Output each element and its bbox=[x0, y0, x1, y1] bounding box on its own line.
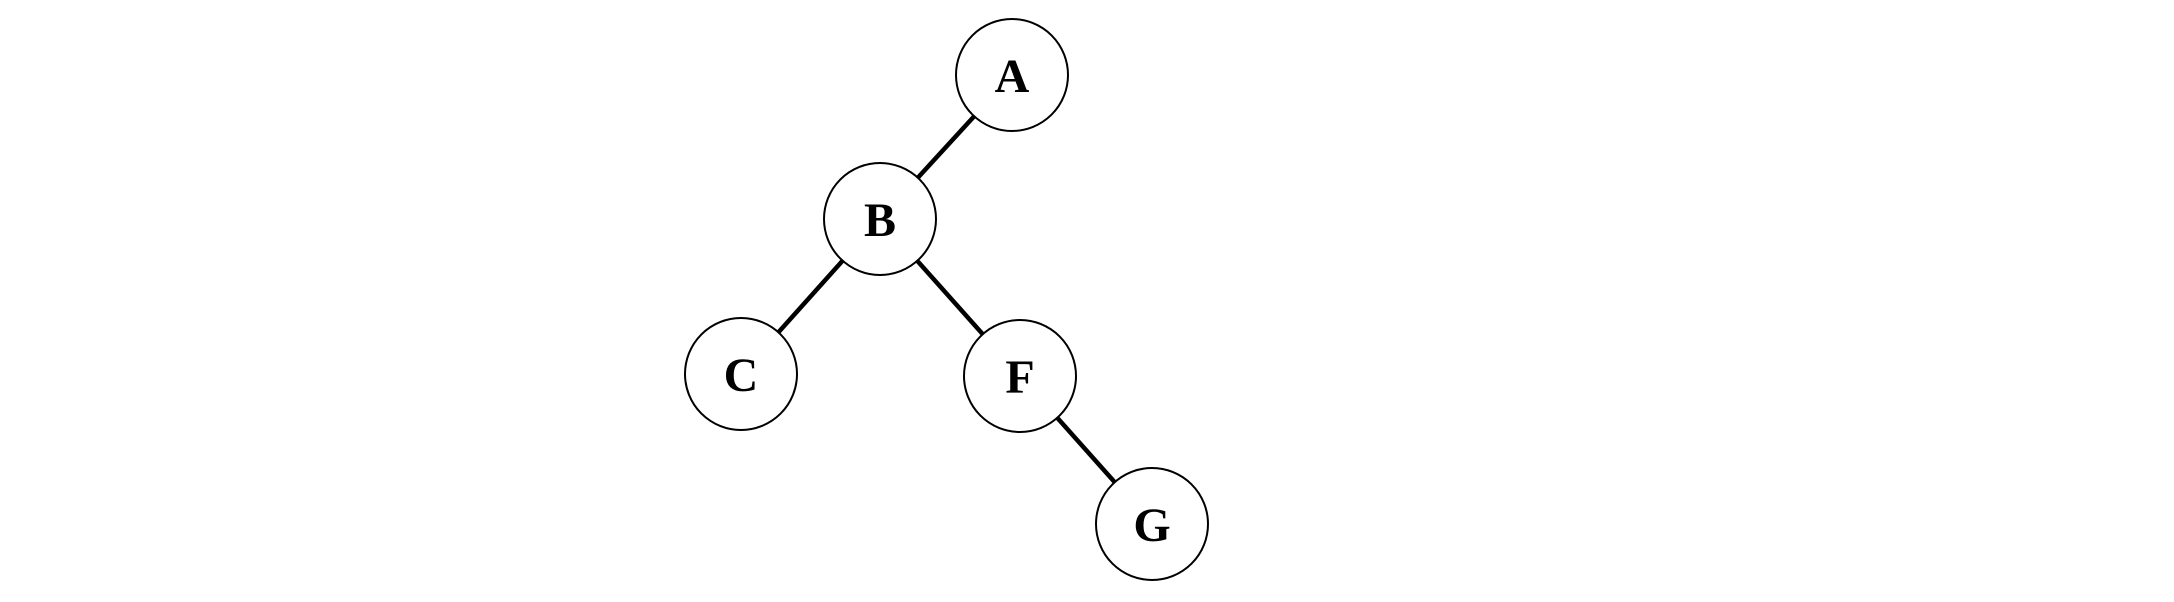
node-B: B bbox=[823, 162, 937, 276]
node-C-circle bbox=[684, 317, 798, 431]
node-G-label: G bbox=[1133, 499, 1170, 552]
node-A-label: A bbox=[995, 50, 1030, 103]
node-A-circle bbox=[955, 18, 1069, 132]
node-G-circle bbox=[1095, 467, 1209, 581]
node-B-label: B bbox=[864, 194, 896, 247]
node-A: A bbox=[955, 18, 1069, 132]
node-G: G bbox=[1095, 467, 1209, 581]
node-F-circle bbox=[963, 319, 1077, 433]
node-C: C bbox=[684, 317, 798, 431]
node-B-circle bbox=[823, 162, 937, 276]
node-F: F bbox=[963, 319, 1077, 433]
node-F-label: F bbox=[1005, 351, 1034, 404]
node-C-label: C bbox=[724, 349, 759, 402]
